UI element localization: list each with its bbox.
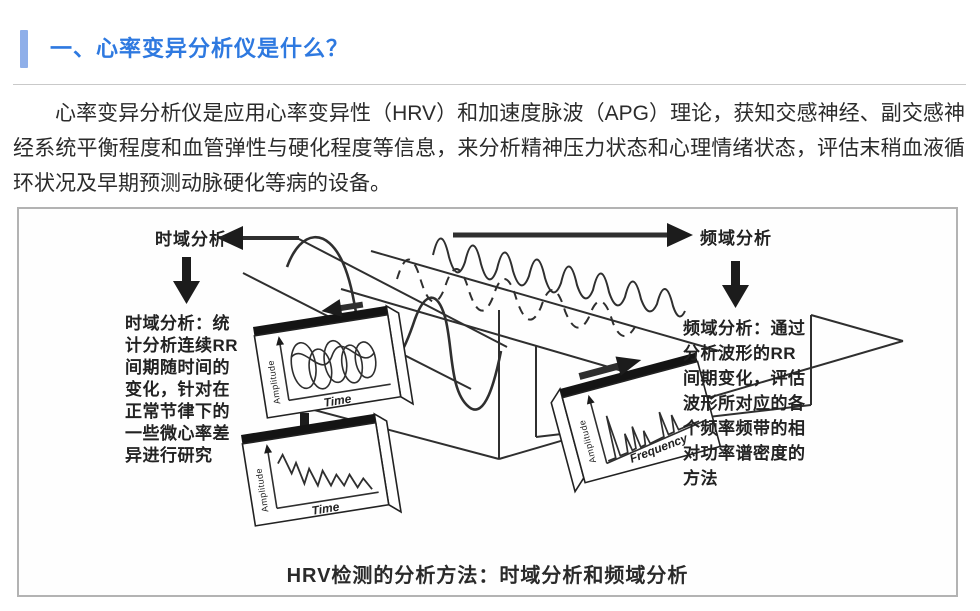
freq-domain-description: 频域分析：通过 分析波形的RR 间期变化，评估 波形所对应的各 个频率频带的相 … — [683, 319, 806, 488]
time-domain-label: 时域分析 — [155, 230, 227, 249]
hrv-diagram-figure: Amplitude Time Amplitude Time — [17, 207, 958, 597]
time-panel-processed: Amplitude Time — [241, 412, 403, 527]
section-heading: 一、心率变异分析仪是什么？ — [50, 36, 350, 61]
heading-accent-bar — [20, 30, 28, 68]
time-panel-raw: Amplitude Time — [253, 299, 415, 419]
dashed-wave — [396, 258, 636, 337]
down-arrow-right — [722, 261, 749, 308]
section-divider — [13, 84, 966, 85]
slow-wave — [285, 235, 503, 411]
fast-wave — [432, 237, 686, 318]
time-axis-label: Time — [323, 392, 353, 410]
time-axis-label: Time — [311, 500, 341, 518]
figure-caption: HRV检测的分析方法：时域分析和频域分析 — [286, 565, 689, 587]
freq-domain-arrow — [453, 223, 693, 247]
spectrum-peaks — [605, 411, 700, 462]
frequency-panel: Amplitude Frequency — [550, 352, 722, 494]
waveform-3d-waves — [285, 235, 686, 411]
time-domain-arrow — [217, 226, 299, 250]
tachogram-line — [277, 452, 373, 490]
down-arrow-left — [173, 257, 200, 304]
raw-beat-loops — [290, 339, 377, 390]
time-domain-description: 时域分析：统 计分析连续RR 间期随时间的 变化，针对在 正常节律下的 一些微心… — [125, 314, 239, 465]
freq-domain-label: 频域分析 — [700, 229, 772, 248]
intro-paragraph: 心率变异分析仪是应用心率变异性（HRV）和加速度脉波（APG）理论，获知交感神经… — [13, 102, 965, 195]
hrv-diagram-drawing: Amplitude Time Amplitude Time — [173, 223, 904, 527]
